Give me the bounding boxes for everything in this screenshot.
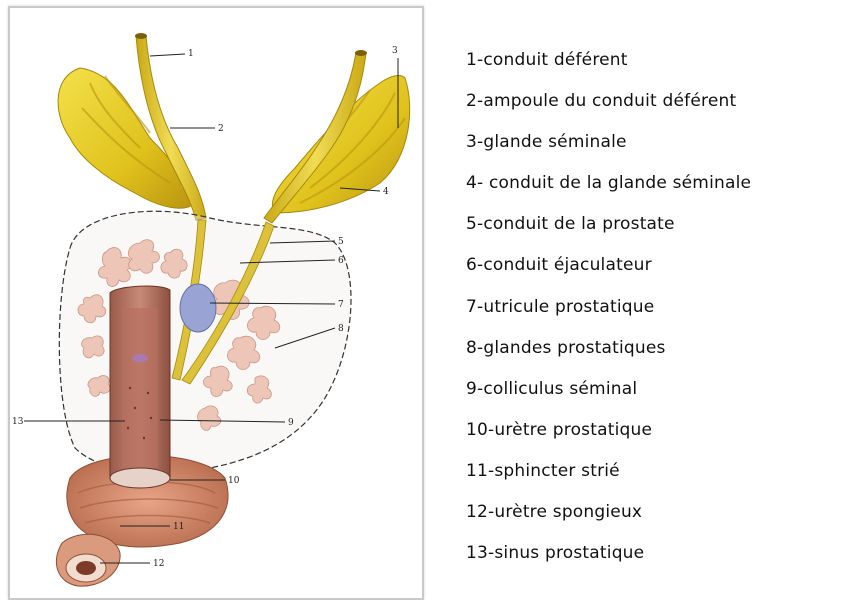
callout-12: 12 xyxy=(153,559,164,569)
callout-13: 13 xyxy=(12,417,24,427)
left-seminal-vesicle xyxy=(58,68,195,208)
callout-7: 7 xyxy=(338,300,344,310)
callout-8: 8 xyxy=(338,324,344,334)
legend-item-sinus: 13-sinus prostatique xyxy=(466,537,846,578)
legend-list: 1-conduit déférent 2-ampoule du conduit … xyxy=(466,44,846,578)
callout-5: 5 xyxy=(338,237,344,247)
legend-item-glandes-prostatiques: 8-glandes prostatiques xyxy=(466,332,846,373)
legend-item-conduit-prostate: 5-conduit de la prostate xyxy=(466,208,846,249)
callout-1: 1 xyxy=(188,49,194,59)
prostate-anatomy-drawing: 1 2 3 4 5 6 7 8 9 10 11 12 13 xyxy=(10,8,422,598)
callout-3: 3 xyxy=(392,46,398,56)
legend-item-utricule: 7-utricule prostatique xyxy=(466,291,846,332)
legend-item-uretre-spongieux: 12-urètre spongieux xyxy=(466,496,846,537)
legend-item-ampoule: 2-ampoule du conduit déférent xyxy=(466,85,846,126)
legend-item-colliculus: 9-colliculus séminal xyxy=(466,373,846,414)
legend-item-conduit-deferent: 1-conduit déférent xyxy=(466,44,846,85)
anatomy-illustration: 1 2 3 4 5 6 7 8 9 10 11 12 13 xyxy=(8,6,424,600)
callout-9: 9 xyxy=(288,418,294,428)
legend-item-conduit-glande-seminale: 4- conduit de la glande séminale xyxy=(466,167,846,208)
legend-item-glande-seminale: 3-glande séminale xyxy=(466,126,846,167)
legend-item-uretre-prostatique: 10-urètre prostatique xyxy=(466,414,846,455)
legend-item-conduit-ejaculateur: 6-conduit éjaculateur xyxy=(466,249,846,290)
callout-10: 10 xyxy=(228,476,240,486)
prostatic-utricle xyxy=(180,284,216,332)
legend-item-sphincter: 11-sphincter strié xyxy=(466,455,846,496)
callout-6: 6 xyxy=(338,256,344,266)
prostatic-urethra xyxy=(110,286,170,488)
callout-11: 11 xyxy=(173,522,184,532)
callout-2: 2 xyxy=(218,124,224,134)
spongy-urethra xyxy=(56,534,120,586)
callout-4: 4 xyxy=(383,187,389,197)
